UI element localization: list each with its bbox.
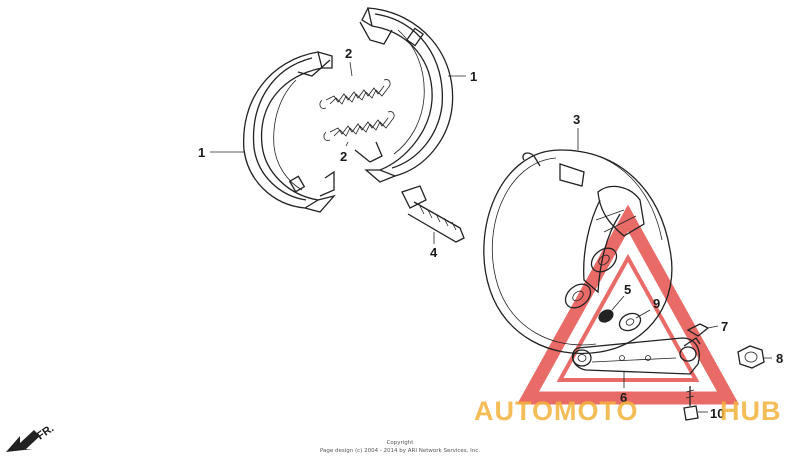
brake-shoe-right xyxy=(354,7,454,183)
callout-cam: 4 xyxy=(430,245,438,260)
leader-lines xyxy=(210,61,772,413)
watermark-text-part1: AUTOMOTO xyxy=(474,396,639,426)
washer xyxy=(618,312,642,332)
brake-shoe-left xyxy=(243,51,336,213)
direction-label: FR. xyxy=(35,422,56,442)
callout-spring-bottom: 2 xyxy=(340,149,347,164)
copyright-line2: Page design (c) 2004 - 2014 by ARI Netwo… xyxy=(320,448,480,454)
copyright-line1: Copyright xyxy=(387,440,415,446)
nut xyxy=(737,345,765,369)
front-direction-arrow: FR. xyxy=(6,422,56,452)
seal xyxy=(598,309,614,323)
callout-panel: 3 xyxy=(573,112,580,127)
callout-shoe-left: 1 xyxy=(198,145,205,160)
spring-bottom xyxy=(323,111,395,141)
spring-top xyxy=(319,79,391,109)
callout-seal: 5 xyxy=(624,282,631,297)
watermark-logo: AUTOMOTO HUB xyxy=(474,396,782,426)
callout-bolt: 10 xyxy=(710,406,724,421)
watermark-text-part2: HUB xyxy=(720,396,782,426)
callout-spring-top: 2 xyxy=(345,46,352,61)
callout-clip: 7 xyxy=(721,319,728,334)
bolt xyxy=(683,386,699,421)
brake-cam xyxy=(401,185,465,243)
callout-washer: 9 xyxy=(653,296,660,311)
watermark-triangle xyxy=(516,204,740,405)
callout-nut: 8 xyxy=(776,351,783,366)
brake-arm xyxy=(571,337,701,375)
callout-shoe-top: 1 xyxy=(470,69,477,84)
callout-arm: 6 xyxy=(620,390,627,405)
brake-panel xyxy=(483,149,673,355)
